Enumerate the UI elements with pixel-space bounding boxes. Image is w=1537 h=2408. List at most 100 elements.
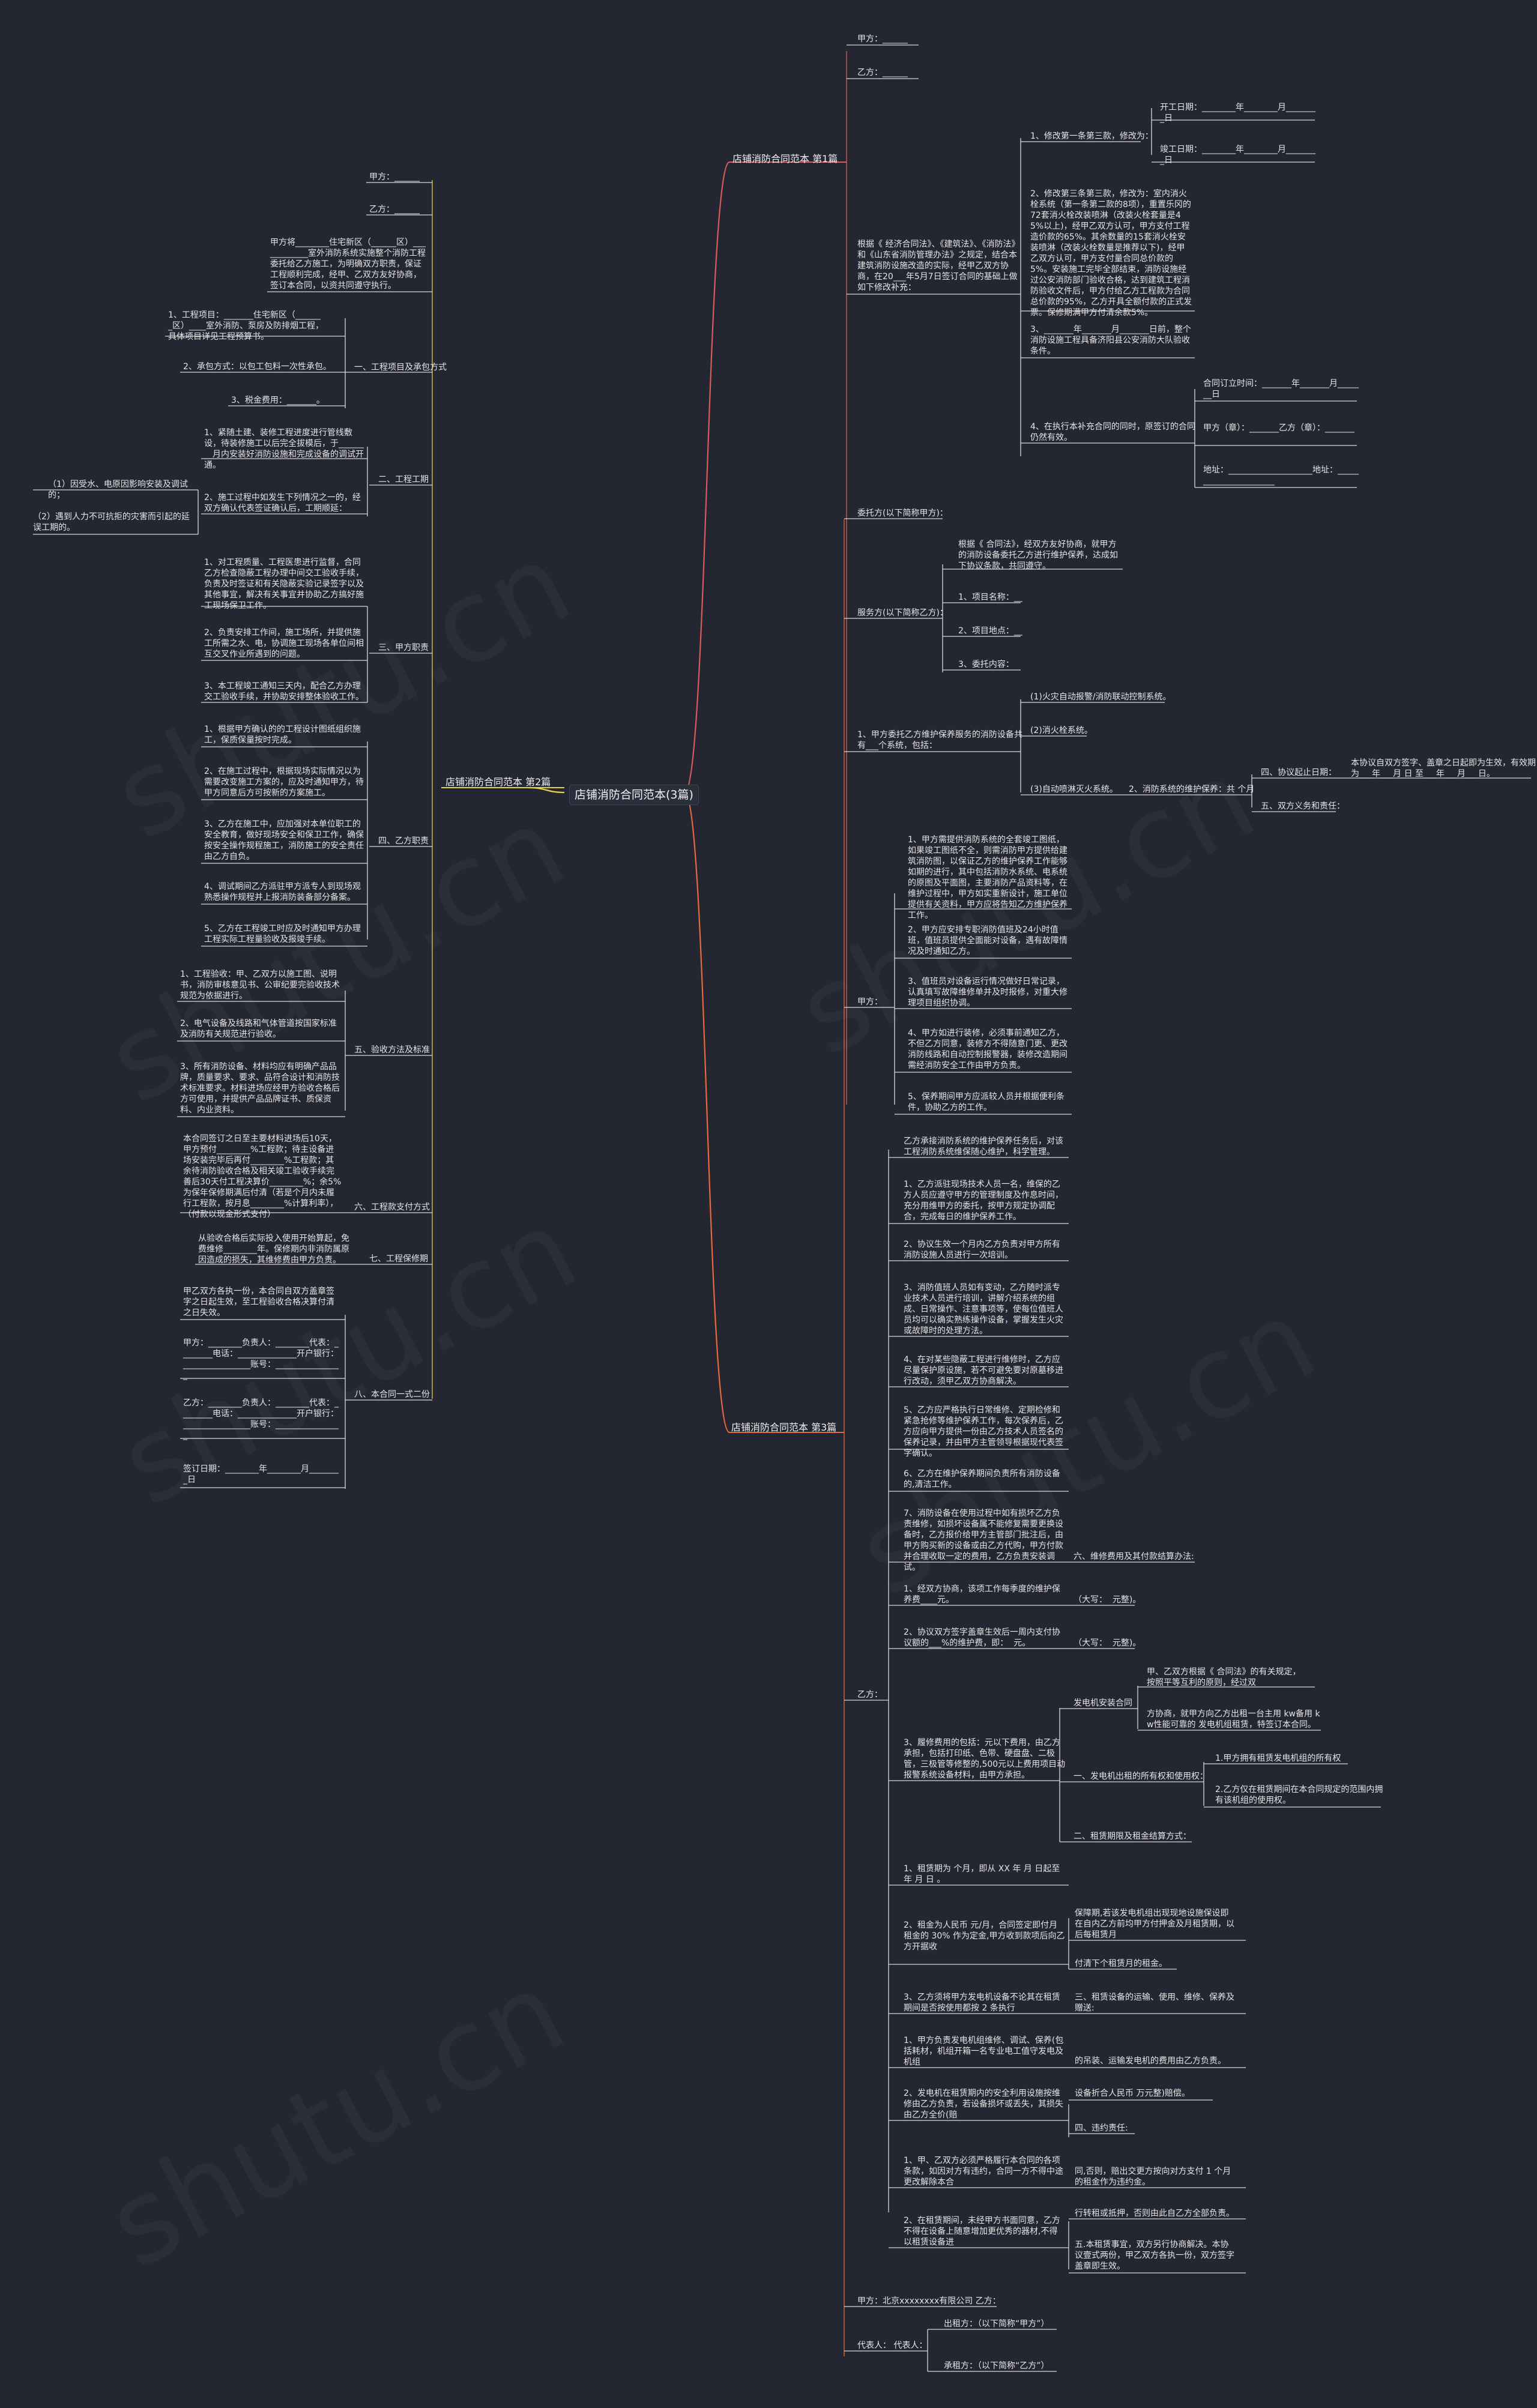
clause-detail[interactable]: 五.本租赁事宜，双方另行协商解决。本协议壹式两份，甲乙双方各执一份，双方签字 盖… <box>1075 2240 1237 2271</box>
section-item[interactable]: 从验收合格后实际投入使用开始算起，免费维修________年。保修期内非消防属原… <box>198 1234 349 1265</box>
section-item[interactable]: 2、在施工过程中，根据现场实际情况以为需要改变施工方案的，应及时通知甲方，待甲方… <box>204 767 364 798</box>
section-item[interactable]: 1、工程项目：_______住宅新区（_______区）____室外消防、泵房及… <box>168 310 324 342</box>
section[interactable]: 三、甲方职责 <box>378 643 429 653</box>
clause[interactable]: 1、项目名称：__ <box>958 593 1022 602</box>
party-a[interactable]: 甲方：______ <box>857 34 908 44</box>
clause-detail[interactable]: 1.甲方拥有租赁发电机组的所有权 <box>1215 1754 1341 1763</box>
clause[interactable]: 根据《 合同法》，经双方友好协商，就甲方的消防设备委托乙方进行维护保养，达成如下… <box>958 540 1118 571</box>
section-item[interactable]: 3、税金费用：_______。 <box>231 396 325 405</box>
party-a[interactable]: 甲方： <box>857 997 883 1007</box>
clause-detail[interactable]: (3)自动喷淋灭火系统。 <box>1030 785 1118 794</box>
clause-detail[interactable]: 本协议自双方签字、盖章之日起即为生效，有效期为___年___月 日 至___年_… <box>1351 758 1536 779</box>
section-item[interactable]: 2、施工过程中如发生下列情况之一的，经双方确认代表签证确认后，工期顺延： <box>204 493 361 513</box>
section-item[interactable]: 本合同签订之日至主要材料进场后10天，甲方预付________%工程款；待主设备… <box>183 1134 342 1219</box>
clause[interactable]: 5、乙方应严格执行日常维修、定期检修和紧急抢修等维护保养工作，每次保养后，乙方应… <box>904 1405 1063 1458</box>
clause[interactable]: 2、协议生效一个月内乙方负责对甲方所有消防设施人员进行一次培训。 <box>904 1240 1060 1260</box>
clause-detail[interactable]: 甲方（章）：_______乙方（章）：_______ <box>1203 423 1354 433</box>
clause[interactable]: 1、经双方协商，该项工作每季度的维护保养费____元。 <box>904 1584 1060 1605</box>
intro-text[interactable]: 甲方将________住宅新区（______区）____________室外消防… <box>270 238 426 291</box>
clause-detail[interactable]: 付清下个租赁月的租金。 <box>1075 1959 1167 1969</box>
section[interactable]: 四、乙方职责 <box>378 836 429 846</box>
section-item[interactable]: 1、紧随土建、装修工程进度进行管线敷设，待装修施工以后完全拔模后，于______… <box>204 428 364 470</box>
clause-detail[interactable]: (2)消火栓系统。 <box>1030 726 1093 735</box>
branch-title[interactable]: 店铺消防合同范本 第2篇 <box>445 776 551 788</box>
clause-detail[interactable]: 地址：____________________地址：______________… <box>1203 465 1359 486</box>
clause-detail[interactable]: 六、维修费用及其付款结算办法: <box>1073 1552 1194 1562</box>
clause-detail[interactable]: (1)火灾自动报警/消防联动控制系统。 <box>1030 692 1171 702</box>
clause[interactable]: 7、消防设备在使用过程中如有损坏乙方负责维修，如损坏设备属不能修复需要更换设备时… <box>904 1509 1063 1572</box>
clause-detail[interactable]: 2、消防系统的维护保养：共 个月 <box>1129 785 1255 794</box>
section-item[interactable]: 1、工程验收：甲、乙双方以施工图、说明书，消防审核意见书、公审纪要完验收技术规范… <box>180 970 340 1001</box>
clause-detail[interactable]: 甲、乙双方根据《 合同法》的有关规定，按照平等互利的原则，经过双 <box>1147 1667 1301 1688</box>
clause[interactable]: 乙方承接消防系统的维护保养任务后，对该工程消防系统维保随心维护，科学管理。 <box>904 1136 1063 1157</box>
clause-detail[interactable]: 保障期,若该发电机组出现现地设施保设即在自内乙方前均甲方付押金及月租赁期，以后每… <box>1075 1909 1234 1940</box>
clause[interactable]: 2、租金为人民币 元/月，合同签定即付月租金的 30% 作为定金,甲方收到款项后… <box>904 1921 1065 1952</box>
section-item[interactable]: 5、乙方在工程竣工时应及时通知甲方办理工程实际工程量验收及报竣手续。 <box>204 924 361 944</box>
signature-line[interactable]: 代表人： 代表人： <box>857 2341 928 2350</box>
clause[interactable]: 2、项目地点：__ <box>958 626 1022 636</box>
clause-detail[interactable]: 2.乙方仅在租赁期间在本合同规定的范围内拥有该机组的使用权。 <box>1215 1785 1383 1805</box>
clause[interactable]: 5、保养期间甲方应派较人员并根据便利条件，协助乙方的工作。 <box>908 1092 1064 1112</box>
clause[interactable]: 3、消防值班人员如有变动，乙方随时派专业技术人员进行培训，讲解介绍系统的组成、日… <box>904 1283 1063 1336</box>
clause-detail[interactable]: 二、租赁期限及租金结算方式： <box>1073 1832 1191 1841</box>
sub-contract-title[interactable]: 发电机安装合同 <box>1073 1698 1132 1708</box>
clause[interactable]: 2、发电机在租赁期内的安全利用设施按维修由乙方负责，若设备损坏或丢失，其损失由乙… <box>904 2089 1063 2120</box>
clause[interactable]: 4、在执行本补充合同的同时，原签订的合同仍然有效。 <box>1030 422 1195 442</box>
clause-detail[interactable]: 方协商，就甲方向乙方出租一台主用 kw备用 kw性能可靠的 发电机组租赁，特签订… <box>1147 1709 1320 1730</box>
branch-title[interactable]: 店铺消防合同范本 第1篇 <box>732 153 838 164</box>
clause[interactable]: 1、修改第一条第三款，修改为： <box>1030 131 1153 141</box>
clause-detail[interactable]: 三、租赁设备的运输、使用、维修、保养及赠送: <box>1075 1993 1234 2013</box>
section-item[interactable]: 2、电气设备及线路和气体管道按国家标准及消防有关规范进行验收。 <box>180 1019 337 1039</box>
root-topic[interactable]: 店铺消防合同范本(3篇) <box>569 785 699 805</box>
clause[interactable]: 1、甲方负责发电机组维修、调试、保养(包括耗材，机组开箱一名专业电工值守发电及机… <box>904 2036 1064 2067</box>
section[interactable]: 七、工程保修期 <box>369 1254 428 1264</box>
section[interactable]: 二、工程工期 <box>378 475 429 484</box>
clause-detail[interactable]: （大写： 元整)。 <box>1073 1638 1141 1648</box>
section-item[interactable]: 2、承包方式：以包工包料一次性承包。 <box>183 362 331 372</box>
clause[interactable]: 4、在对某些隐蔽工程进行维修时，乙方应尽量保护原设施，若不可避免要对原墓移进行改… <box>904 1355 1063 1386</box>
clause[interactable]: 1、甲、乙双方必须严格履行本合同的各项条款，如因对方有违约，合同一方不得中途更改… <box>904 2156 1063 2187</box>
clause[interactable]: 3、值班员对设备运行情况做好日常记录，认真填写故障维修单并及时报修，对重大修理项… <box>908 977 1067 1008</box>
section-item[interactable]: 1、对工程质量、工程医患进行监督，合同乙方检查隐蔽工程办理中间交工验收手续，负责… <box>204 558 364 611</box>
clause-detail[interactable]: 合同订立时间：_______年_______月_______日 <box>1203 379 1359 399</box>
clause[interactable]: 2、修改第三条第三款，修改为：室内消火栓系统（第一条第二款的8项），重置乐冈的7… <box>1030 189 1192 318</box>
section-item[interactable]: 4、调试期间乙方派驻甲方派专人到现场观熟悉操作规程并上报消防装备部分备案。 <box>204 882 361 902</box>
section-item[interactable]: 3、所有消防设备、材料均应有明确产品品牌，质量要求、要求、品符合设计和消防技术标… <box>180 1062 340 1115</box>
branch-title[interactable]: 店铺消防合同范本 第3篇 <box>731 1422 837 1433</box>
clause[interactable]: 2、协议双方签字盖章生效后一周内支付协议额的___%的维护费，即： 元。 <box>904 1628 1060 1648</box>
clause[interactable]: 6、乙方在维护保养期间负责所有消防设备的,清洁工作。 <box>904 1469 1060 1489</box>
signature-detail[interactable]: 承租方：（以下简称“乙方”） <box>944 2361 1049 2371</box>
clause-detail[interactable]: 的吊装、运输发电机的费用由乙方负责。 <box>1075 2056 1226 2066</box>
signature-line[interactable]: 甲方：北京xxxxxxxx有限公司 乙方： <box>857 2296 1001 2306</box>
clause[interactable]: 1、租赁期为 个月，即从 XX 年 月 日起至 年 月 日 。 <box>904 1864 1063 1884</box>
section-item[interactable]: 乙方：________负责人：________代表：________电话：___… <box>183 1398 339 1440</box>
section-item[interactable]: 2、负责安排工作间，施工场所，并提供施工所需之水、电，协调施工现场各单位间相互交… <box>204 628 364 659</box>
clause[interactable]: 3、乙方须将甲方发电机设备不论其在租赁期间是否按使用都按 2 条执行 <box>904 1993 1060 2013</box>
section[interactable]: 八、本合同一式二份 <box>354 1390 430 1399</box>
clause[interactable]: 1、乙方派驻现场技术人员一名，维保的乙方人员应遵守甲方的管理制度及作息时间，充分… <box>904 1180 1063 1222</box>
section-item[interactable]: （1）因受水、电原因影响安装及调试的； <box>48 480 188 500</box>
intro-text[interactable]: 根据《 经济合同法》、《建筑法》、《消防法》和《山东省消防管理办法》之规定，结合… <box>857 240 1018 292</box>
clause-detail[interactable]: 竣工日期：________年________月________日 <box>1160 145 1315 165</box>
clause-detail[interactable]: 同,否则，赔出交更方按向对方支付 1 个月的租金作为违约金。 <box>1075 2167 1231 2187</box>
clause[interactable]: 3、_______年_______月_______日前，整个消防设施工程具备济阳… <box>1030 325 1191 356</box>
clause[interactable]: 1、甲方需提供消防系统的全套竣工图纸，如果竣工图纸不全，则需消防甲方提供给建筑消… <box>908 835 1067 920</box>
clause-detail[interactable]: 一、发电机出租的所有权和使用权： <box>1073 1772 1208 1781</box>
clause-detail[interactable]: 行转租或抵押，否则由此自乙方全部负责。 <box>1075 2209 1234 2218</box>
clause[interactable]: 3、委托内容： <box>958 660 1014 669</box>
clause-detail[interactable]: 四、违约责任: <box>1075 2123 1128 2133</box>
clause-detail[interactable]: 五、双方义务和责任： <box>1261 801 1345 811</box>
section-item[interactable]: 1、根据甲方确认的的工程设计图纸组织施工，保质保量按时完成。 <box>204 725 361 745</box>
section-item[interactable]: 3、本工程竣工通知三天内，配合乙方办理交工验收手续，并协助安排整体验收工作。 <box>204 681 364 702</box>
section[interactable]: 一、工程项目及承包方式 <box>354 363 447 372</box>
section-item[interactable]: 签订日期：________年________月________日 <box>183 1464 339 1485</box>
section-item[interactable]: 3、乙方在施工中，应加强对本单位职工的安全教育，做好现场安全和保卫工作，确保按安… <box>204 819 364 862</box>
section-item[interactable]: （2）遇到人力不可抗拒的灾害而引起的延误工期的。 <box>33 512 190 533</box>
party-a[interactable]: 甲方：______ <box>369 172 420 182</box>
section[interactable]: 六、工程款支付方式 <box>354 1202 430 1212</box>
clause-detail[interactable]: 设备折合人民币 万元整)赔偿。 <box>1075 2089 1190 2098</box>
party-b[interactable]: 乙方：______ <box>369 205 420 214</box>
client-label[interactable]: 委托方(以下简称甲方)： <box>857 508 948 518</box>
clause-detail[interactable]: 开工日期：________年________月________日 <box>1160 103 1315 123</box>
clause[interactable]: 3、履修费用的包括：元以下费用，由乙方承担，包括打印纸、色带、硬盘盘、二极管，三… <box>904 1738 1066 1780</box>
